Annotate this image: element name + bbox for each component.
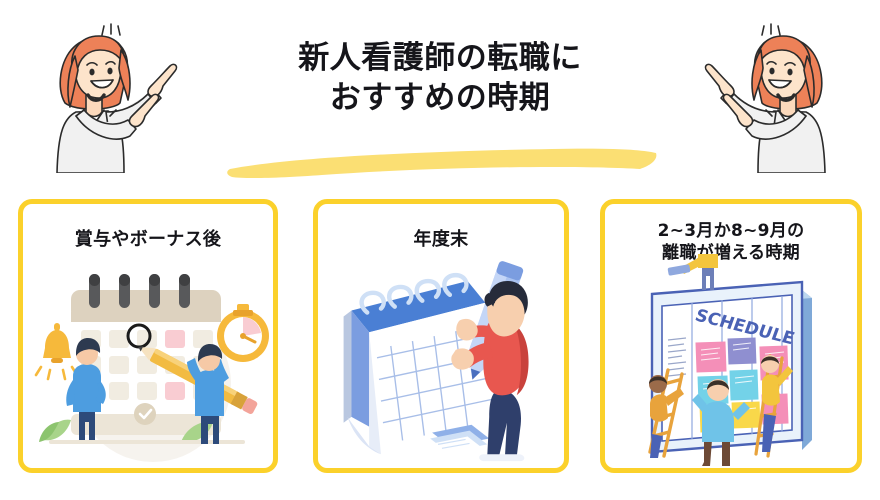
header: 新人看護師の転職に おすすめの時期 [0,0,880,190]
card-fiscal-year-end-title: 年度末 [318,228,564,252]
schedule-board-illustration: SCHEDULE [605,254,857,468]
calendar-people-illustration [23,264,273,464]
mascot-left [20,8,190,173]
card-turnover-months-title-line-2: 離職が増える時期 [662,243,800,263]
cards-row: 賞与やボーナス後 [0,199,880,474]
page-title: 新人看護師の転職に おすすめの時期 [230,38,650,118]
isometric-calendar-illustration [318,256,564,468]
card-bonus-title-line-1: 賞与やボーナス後 [74,229,222,250]
card-fiscal-year-end[interactable]: 年度末 [313,199,569,473]
card-fiscal-year-end-title-line-1: 年度末 [413,229,469,250]
card-turnover-months[interactable]: 2~3月か8~9月の 離職が増える時期 [600,199,862,473]
title-line-1: 新人看護師の転職に [298,40,582,76]
mascot-right [692,8,862,173]
title-underline [222,143,662,183]
card-bonus[interactable]: 賞与やボーナス後 [18,199,278,473]
card-turnover-months-title-line-1: 2~3月か8~9月の [657,221,805,241]
title-line-2: おすすめの時期 [329,80,551,116]
card-bonus-title: 賞与やボーナス後 [23,228,273,252]
card-turnover-months-title: 2~3月か8~9月の 離職が増える時期 [605,220,857,264]
